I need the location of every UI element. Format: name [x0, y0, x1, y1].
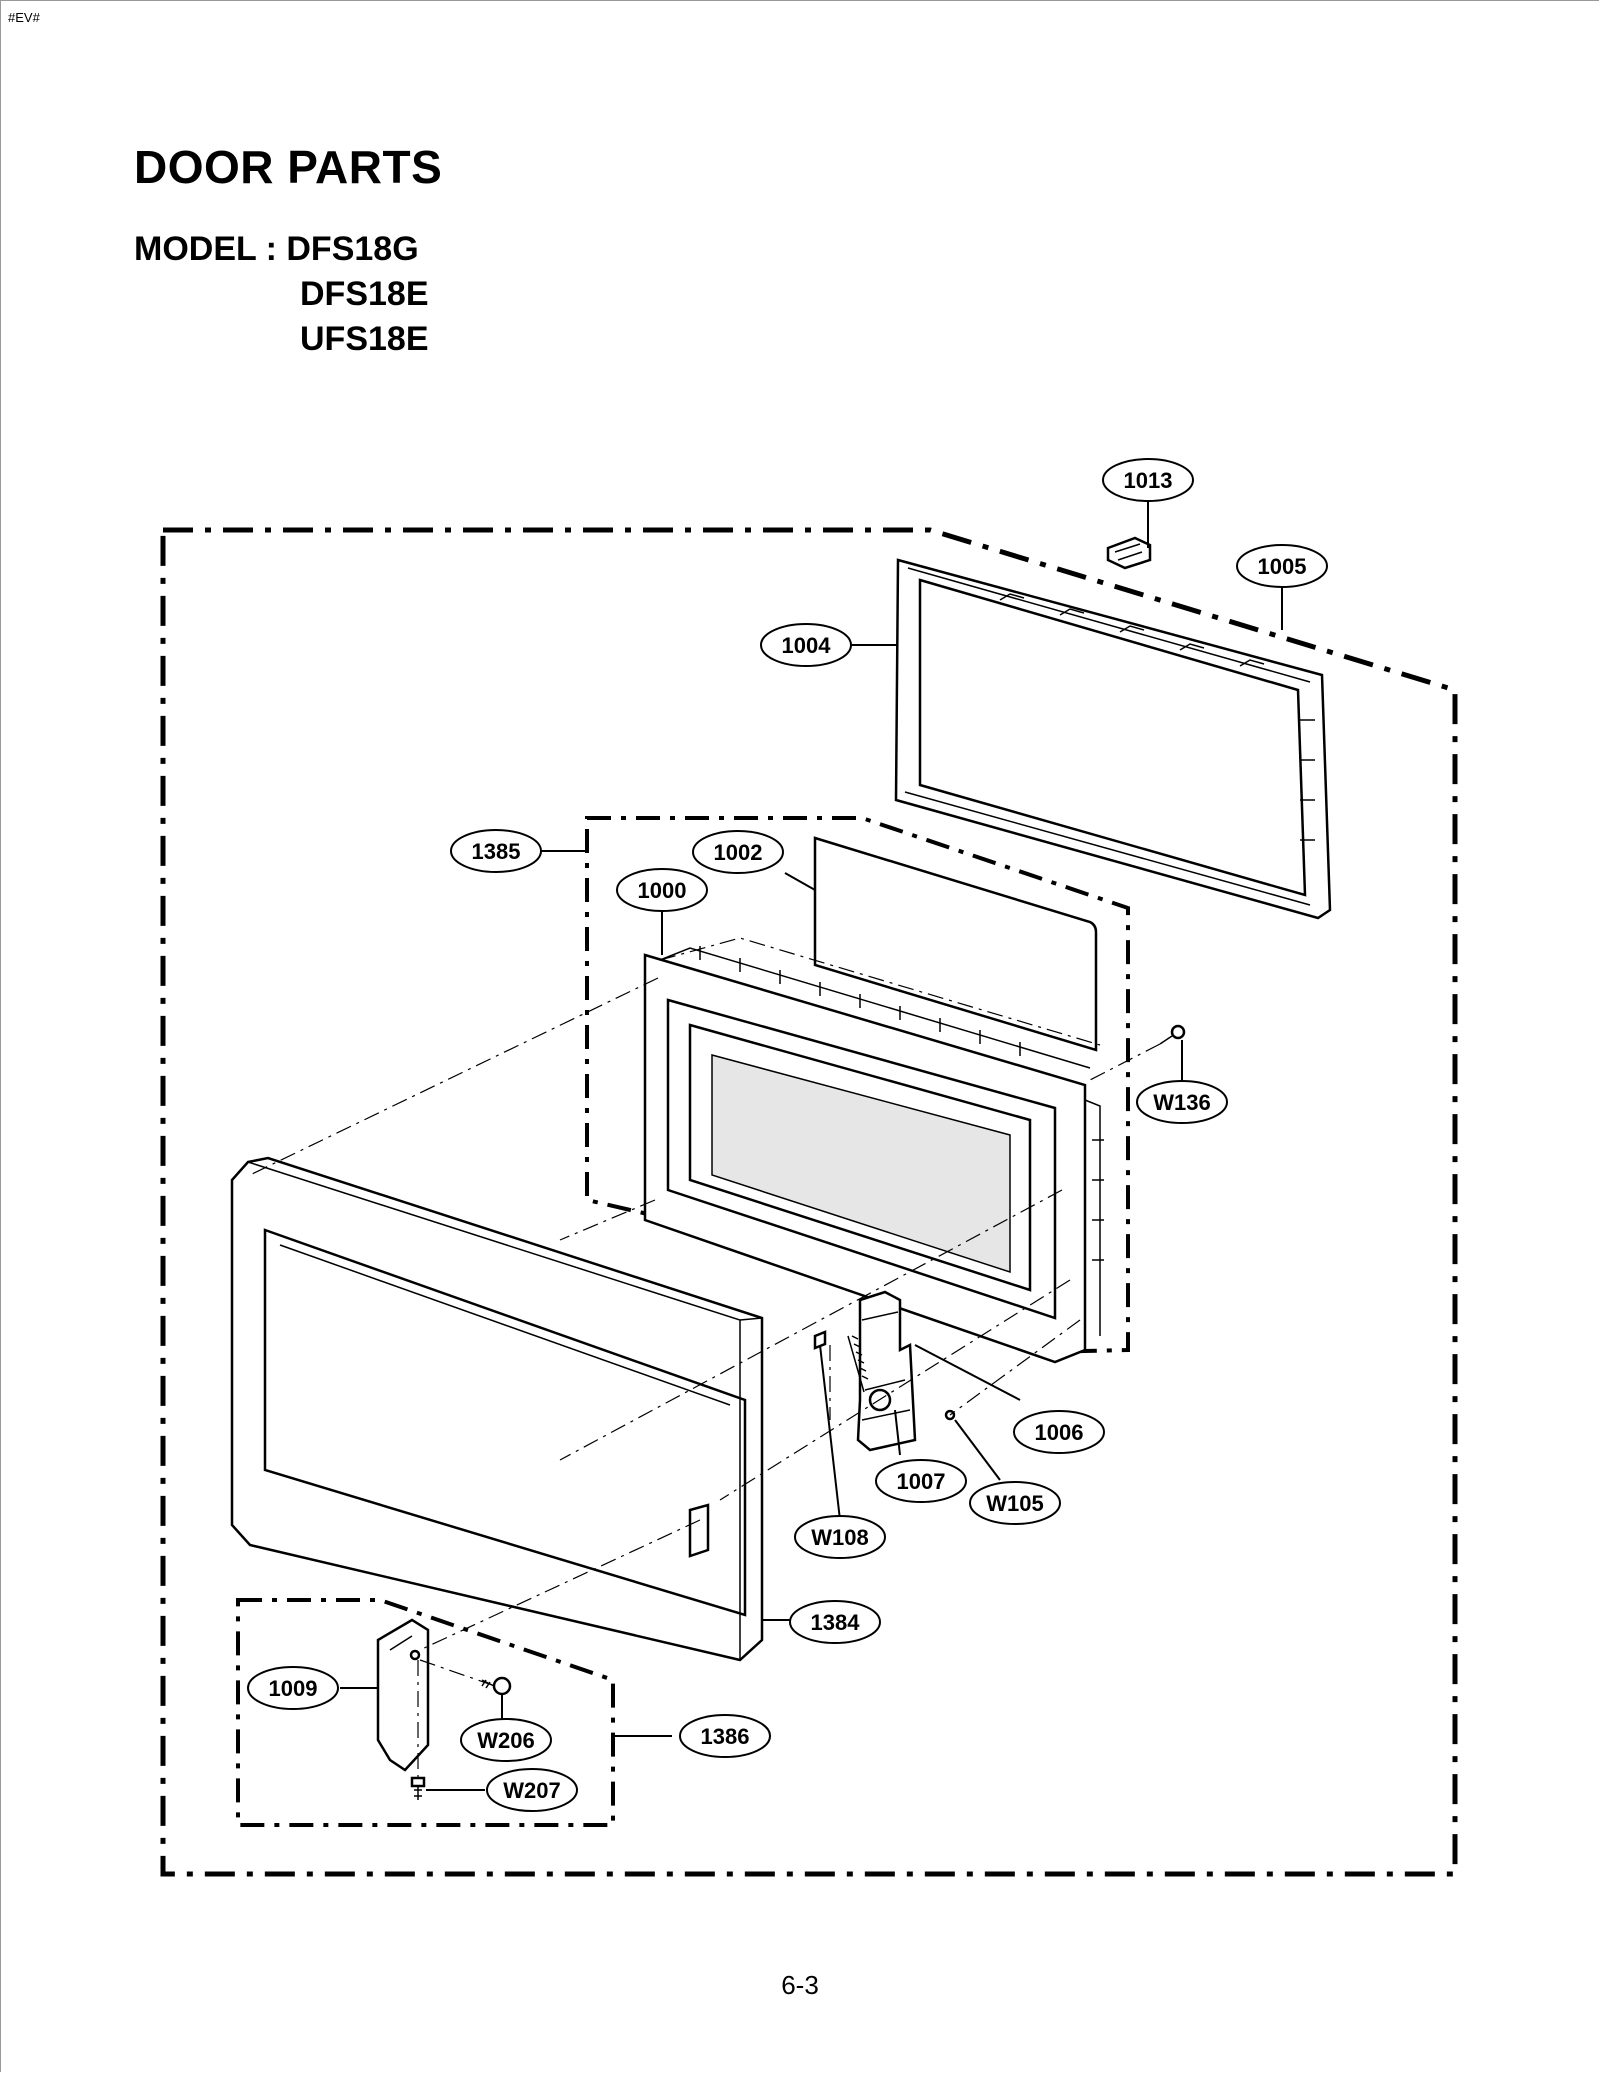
page-title: DOOR PARTS: [134, 141, 443, 193]
svg-text:W206: W206: [477, 1728, 534, 1753]
callout-1005: 1005: [1236, 544, 1328, 588]
door-outer-frame-1384: [230, 1156, 764, 1662]
screw-w136: [1159, 1024, 1186, 1045]
callout-1000: 1000: [616, 868, 708, 912]
svg-text:1005: 1005: [1258, 554, 1307, 579]
callout-1013: 1013: [1102, 458, 1194, 502]
callout-1009: 1009: [247, 1666, 339, 1710]
callout-w136: W136: [1136, 1080, 1228, 1124]
model-dfs18e: DFS18E: [300, 275, 429, 313]
svg-text:W207: W207: [503, 1778, 560, 1803]
svg-text:1385: 1385: [472, 839, 521, 864]
callout-1386: 1386: [679, 1714, 771, 1758]
svg-text:W105: W105: [986, 1491, 1043, 1516]
screw-w207: [410, 1776, 426, 1800]
screw-w206: [481, 1676, 512, 1696]
shield-sheet-1002: [813, 836, 1098, 1052]
clip-part-1013: [1106, 536, 1152, 570]
callout-w105: W105: [969, 1481, 1061, 1525]
leader-lines: [340, 497, 1283, 1791]
svg-text:1000: 1000: [638, 878, 687, 903]
document-tag: #EV#: [8, 10, 40, 25]
screw-w108: [813, 1330, 827, 1350]
svg-text:1004: 1004: [782, 633, 832, 658]
assembly-boundary-outer: [160, 527, 1458, 1877]
model-ufs18e: UFS18E: [300, 320, 429, 358]
model-label: MODEL : DFS18G: [134, 230, 419, 268]
door-frame-choke: [894, 558, 1332, 920]
page-number: 6-3: [781, 1970, 819, 2000]
callout-1385: 1385: [450, 829, 542, 873]
callout-1004: 1004: [760, 623, 852, 667]
svg-text:W108: W108: [811, 1525, 868, 1550]
callout-w108: W108: [794, 1515, 886, 1559]
assembly-boundary-1386: [236, 1598, 615, 1827]
door-inner-frame-1000: [643, 946, 1104, 1364]
callout-w206: W206: [460, 1718, 552, 1762]
door-handle-1009: [376, 1618, 430, 1772]
callout-w207: W207: [486, 1768, 578, 1812]
svg-text:1006: 1006: [1035, 1420, 1084, 1445]
svg-text:1007: 1007: [897, 1469, 946, 1494]
callout-1002: 1002: [692, 830, 784, 874]
svg-text:1386: 1386: [701, 1724, 750, 1749]
svg-text:1013: 1013: [1124, 468, 1173, 493]
latch-assembly-1006: [847, 1290, 917, 1452]
callout-1006: 1006: [1013, 1410, 1105, 1454]
svg-text:W136: W136: [1153, 1090, 1210, 1115]
svg-text:1009: 1009: [269, 1676, 318, 1701]
svg-text:1384: 1384: [811, 1610, 861, 1635]
callout-1007: 1007: [875, 1459, 967, 1503]
callout-1384: 1384: [789, 1600, 881, 1644]
assembly-guide-lines: [249, 937, 1161, 1780]
svg-text:1002: 1002: [714, 840, 763, 865]
